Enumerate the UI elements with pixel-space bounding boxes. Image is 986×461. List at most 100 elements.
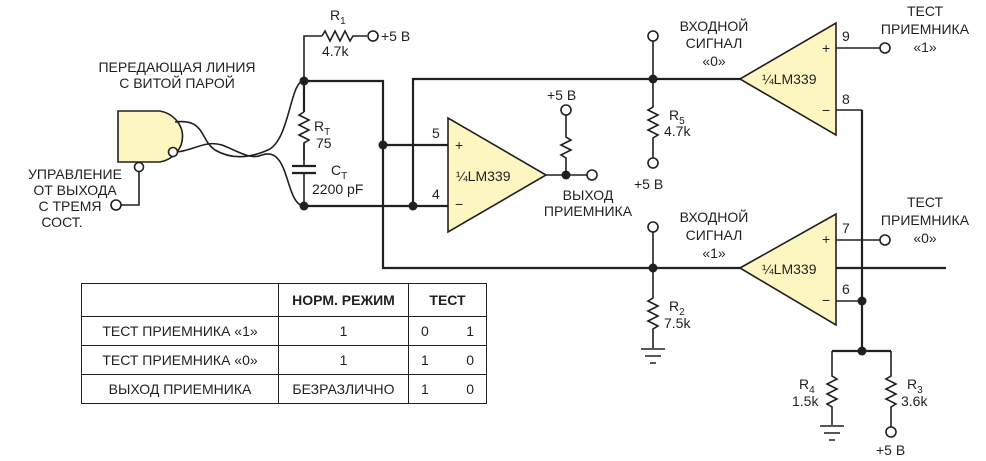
svg-text:8: 8: [842, 91, 850, 107]
junction: [378, 140, 388, 150]
enable-wire: [121, 171, 140, 206]
svg-text:ВХОДНОЙ: ВХОДНОЙ: [680, 208, 749, 225]
r3-label: R3: [907, 376, 923, 396]
row-normal: БЕЗРАЗЛИЧНО: [278, 374, 409, 404]
svg-text:¼LM339: ¼LM339: [762, 71, 817, 87]
r5-supply-label: +5 В: [634, 176, 663, 192]
input-signal-1-terminal[interactable]: [647, 221, 659, 233]
r4-resistor: [825, 351, 839, 425]
svg-text:ПРИЕМНИКА: ПРИЕМНИКА: [544, 203, 633, 219]
junction: [857, 296, 867, 306]
pullup-supply-label: +5 В: [547, 87, 576, 103]
r2-resistor: [646, 268, 660, 348]
svg-text:ОТ ВЫХОДА: ОТ ВЫХОДА: [33, 182, 117, 198]
header-test: ТЕСТ: [408, 283, 487, 317]
tristate-control-label: УПРАВЛЕНИЕ ОТ ВЫХОДА С ТРЕМЯ СОСТ.: [28, 166, 122, 230]
svg-text:ТЕСТ: ТЕСТ: [907, 3, 944, 19]
comparator-receiver: + − ¼LM339 5 4: [432, 116, 548, 234]
rt-label: RT: [314, 118, 330, 138]
svg-text:УПРАВЛЕНИЕ: УПРАВЛЕНИЕ: [28, 166, 122, 182]
test-value: 0: [466, 381, 474, 397]
ct-label: CT: [331, 162, 347, 182]
svg-text:ТЕСТ: ТЕСТ: [907, 194, 944, 210]
receiver-test-0-terminal[interactable]: [879, 234, 891, 246]
header-empty: [81, 283, 279, 317]
table-row: ВЫХОД ПРИЕМНИКА БЕЗРАЗЛИЧНО 1 0: [81, 374, 487, 404]
r4-ground-icon: [820, 425, 844, 441]
r1-supply-label: +5 В: [381, 28, 410, 44]
pullup-resistor: [559, 115, 573, 175]
svg-text:¼LM339: ¼LM339: [456, 168, 511, 184]
header-normal-mode: НОРМ. РЕЖИМ: [278, 283, 409, 317]
r5-value: 4.7k: [664, 123, 691, 139]
r1-label: R1: [330, 7, 346, 27]
receiver-test-1-terminal[interactable]: [879, 42, 891, 54]
svg-text:«1»: «1»: [702, 245, 726, 261]
receiver-output-label: ВЫХОД ПРИЕМНИКА: [544, 187, 633, 219]
svg-text:ВХОДНОЙ: ВХОДНОЙ: [680, 17, 749, 34]
r1-resistor: [321, 29, 367, 43]
svg-text:«0»: «0»: [702, 53, 726, 69]
row-normal: 1: [278, 316, 409, 346]
svg-text:5: 5: [432, 125, 440, 141]
receiver-test-1-label: ТЕСТ ПРИЕМНИКА «1»: [881, 3, 970, 55]
r3-supply-terminal: [885, 426, 897, 438]
r5-resistor: [646, 79, 660, 158]
row-label: ТЕСТ ПРИЕМНИКА «1»: [81, 316, 279, 346]
r2-label: R2: [669, 298, 685, 318]
svg-text:С ТРЕМЯ: С ТРЕМЯ: [39, 198, 102, 214]
twisted-pair-line: [174, 80, 305, 207]
rt-value: 75: [316, 135, 332, 151]
pullup-supply-terminal: [560, 104, 572, 116]
input-signal-0-terminal[interactable]: [647, 30, 659, 42]
r4-label: R4: [799, 376, 815, 396]
junction: [408, 201, 418, 211]
test-value: 0: [466, 352, 474, 368]
r4-value: 1.5k: [792, 393, 819, 409]
control-terminal[interactable]: [110, 199, 122, 211]
table-header-row: НОРМ. РЕЖИМ ТЕСТ: [81, 283, 487, 317]
row-normal: 1: [278, 345, 409, 375]
svg-text:¼LM339: ¼LM339: [762, 261, 817, 277]
ct-value: 2200 pF: [312, 181, 363, 197]
line-a-wire: [304, 79, 946, 270]
inverting-output-bubble: [167, 146, 179, 158]
row-label: ВЫХОД ПРИЕМНИКА: [81, 374, 279, 404]
svg-text:ВЫХОД: ВЫХОД: [563, 187, 614, 203]
ct-capacitor: [292, 164, 316, 175]
receiver-test-0-label: ТЕСТ ПРИЕМНИКА «0»: [881, 194, 970, 246]
svg-text:ПРИЕМНИКА: ПРИЕМНИКА: [881, 21, 970, 37]
input-signal-1-label: ВХОДНОЙ СИГНАЛ «1»: [680, 208, 749, 261]
svg-text:«0»: «0»: [913, 230, 937, 246]
r2-ground-icon: [641, 348, 665, 364]
svg-text:9: 9: [842, 28, 850, 44]
svg-text:+: +: [455, 137, 463, 153]
svg-text:С ВИТОЙ ПАРОЙ: С ВИТОЙ ПАРОЙ: [119, 74, 235, 91]
r1-supply-terminal: [367, 30, 379, 42]
r5-supply-terminal: [647, 157, 659, 169]
tristate-driver-gate: [117, 110, 184, 173]
test-value: 1: [421, 381, 429, 397]
r3-supply-label: +5 В: [876, 442, 905, 458]
receiver-output-terminal[interactable]: [586, 169, 598, 181]
junction: [299, 201, 309, 211]
svg-text:СИГНАЛ: СИГНАЛ: [686, 227, 743, 243]
r1-value: 4.7k: [322, 43, 349, 59]
svg-text:6: 6: [842, 281, 850, 297]
svg-text:−: −: [455, 196, 463, 212]
svg-text:СИГНАЛ: СИГНАЛ: [686, 35, 743, 51]
line-b-rail: [411, 77, 740, 206]
svg-text:ПЕРЕДАЮЩАЯ ЛИНИЯ: ПЕРЕДАЮЩАЯ ЛИНИЯ: [98, 59, 255, 75]
input-signal-0-label: ВХОДНОЙ СИГНАЛ «0»: [680, 17, 749, 69]
r2-value: 7.5k: [664, 315, 691, 331]
row-label: ТЕСТ ПРИЕМНИКА «0»: [81, 345, 279, 375]
svg-text:4: 4: [432, 186, 440, 202]
svg-text:7: 7: [842, 220, 850, 236]
twisted-pair-label: ПЕРЕДАЮЩАЯ ЛИНИЯ С ВИТОЙ ПАРОЙ: [98, 59, 255, 91]
svg-text:+: +: [822, 231, 830, 247]
comparator-test-0: + − ¼LM339 7 6: [738, 212, 850, 327]
